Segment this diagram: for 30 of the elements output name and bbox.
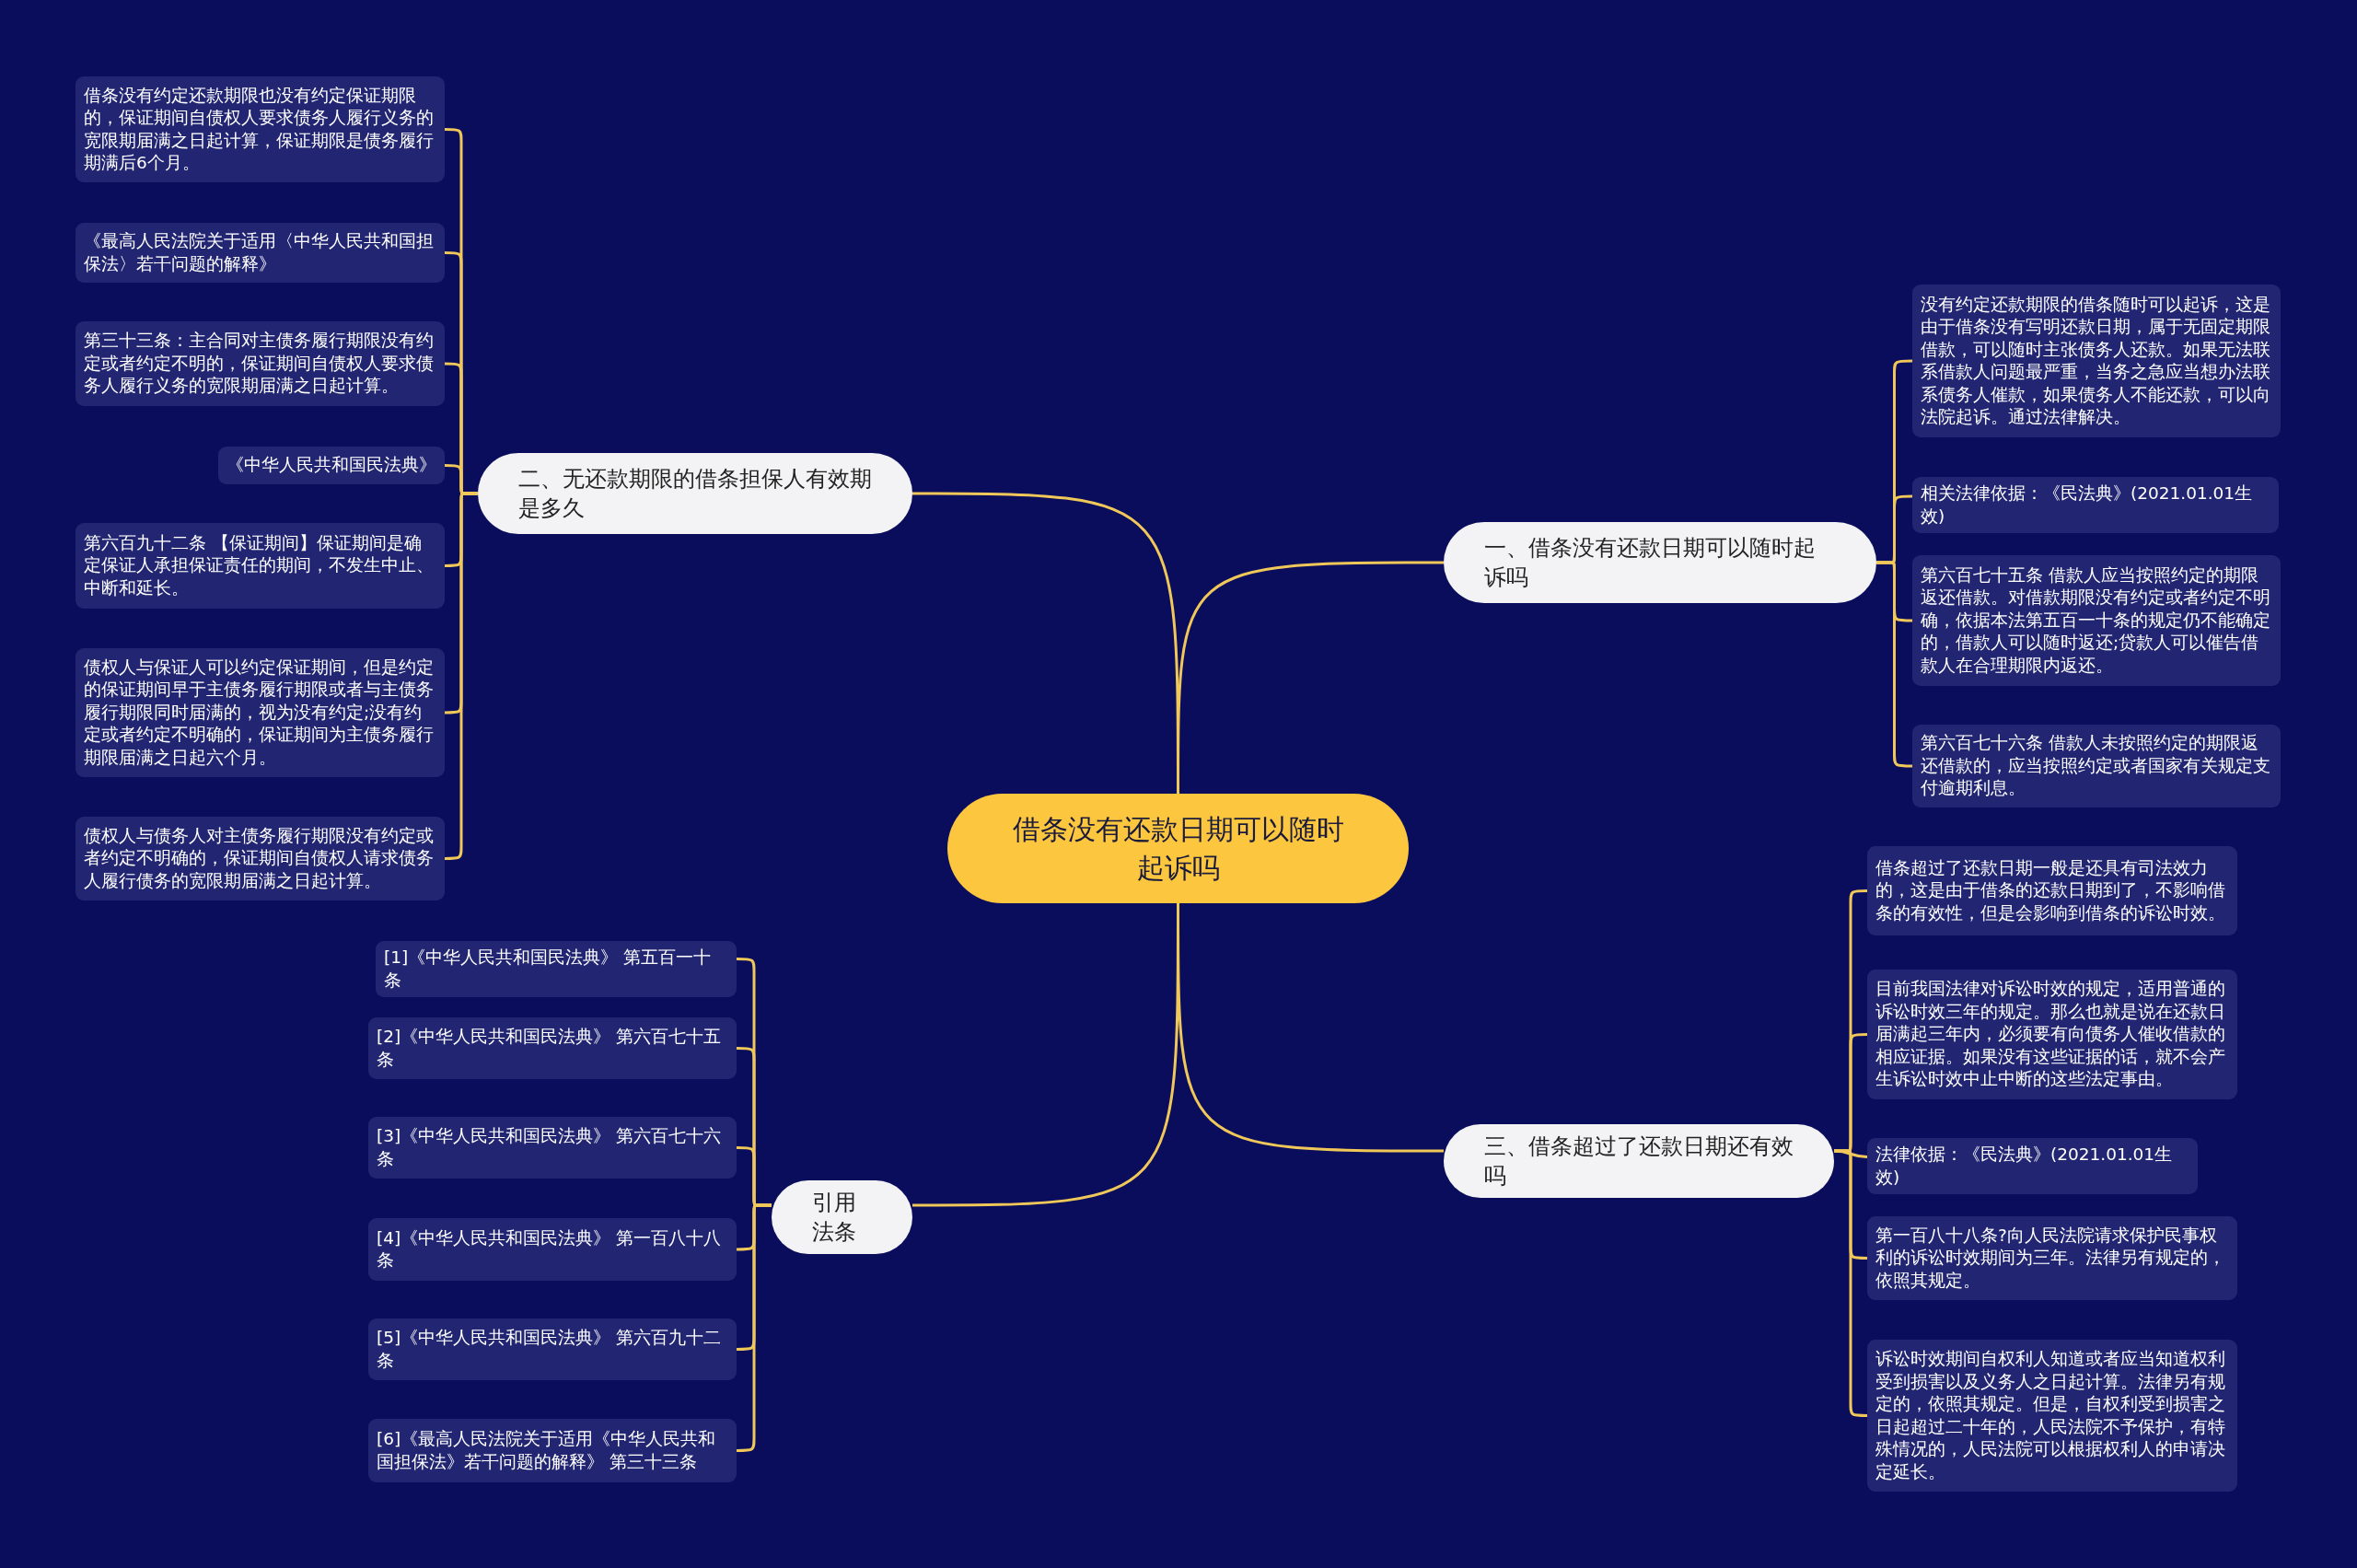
note-box: 第三十三条：主合同对主债务履行期限没有约定或者约定不明的，保证期间自债权人要求债务人履行义务的宽限期届满之日起计算。: [75, 321, 445, 406]
note-box: 目前我国法律对诉讼时效的规定，适用普通的诉讼时效三年的规定。那么也就是说在还款日届满起三年内，必须要有向债务人催收借款的相应证据。如果没有这些证据的话，就不会产生诉讼时效中止中断的这些法定事由。: [1867, 970, 2237, 1099]
note-box: 相关法律依据：《民法典》(2021.01.01生效): [1912, 477, 2279, 533]
topic-pill: 二、无还款期限的借条担保人有效期是多久: [478, 453, 912, 534]
note-box: 第一百八十八条?向人民法院请求保护民事权利的诉讼时效期间为三年。法律另有规定的，依照其规定。: [1867, 1216, 2237, 1300]
note-box: 没有约定还款期限的借条随时可以起诉，这是由于借条没有写明还款日期，属于无固定期限借款，可以随时主张债务人还款。如果无法联系借款人问题最严重，当务之急应当想办法联系债务人催款，如果债务人不能还款，可以向法院起诉。通过法律解决。: [1912, 285, 2281, 437]
note-box: [1]《中华人民共和国民法典》 第五百一十条: [376, 941, 737, 997]
note-box: 诉讼时效期间自权利人知道或者应当知道权利受到损害以及义务人之日起计算。法律另有规定的，依照其规定。但是，自权利受到损害之日起超过二十年的，人民法院不予保护，有特殊情况的，人民法院可以根据权利人的申请决定延长。: [1867, 1340, 2237, 1492]
note-box: [4]《中华人民共和国民法典》 第一百八十八条: [368, 1218, 737, 1281]
topic-pill: 引用法条: [772, 1180, 912, 1254]
note-box: [3]《中华人民共和国民法典》 第六百七十六条: [368, 1117, 737, 1179]
note-box: 《最高人民法院关于适用〈中华人民共和国担保法〉若干问题的解释》: [75, 223, 445, 283]
note-box: 第六百七十五条 借款人应当按照约定的期限返还借款。对借款期限没有约定或者约定不明确，依据本法第五百一十条的规定仍不能确定的，借款人可以随时返还;贷款人可以催告借款人在合理期限内返还。: [1912, 555, 2281, 686]
note-box: 《中华人民共和国民法典》: [218, 447, 445, 484]
note-box: 第六百七十六条 借款人未按照约定的期限返还借款的，应当按照约定或者国家有关规定支付逾期利息。: [1912, 725, 2281, 807]
topic-pill: 三、借条超过了还款日期还有效吗: [1444, 1124, 1834, 1198]
note-box: 借条超过了还款日期一般是还具有司法效力的，这是由于借条的还款日期到了，不影响借条的有效性，但是会影响到借条的诉讼时效。: [1867, 846, 2237, 935]
note-box: [6]《最高人民法院关于适用《中华人民共和国担保法》若干问题的解释》 第三十三条: [368, 1419, 737, 1482]
note-box: 第六百九十二条 【保证期间】保证期间是确定保证人承担保证责任的期间，不发生中止、中断和延长。: [75, 523, 445, 609]
topic-pill: 一、借条没有还款日期可以随时起诉吗: [1444, 522, 1876, 603]
central-topic-box: 借条没有还款日期可以随时起诉吗: [947, 794, 1409, 903]
note-box: 债权人与保证人可以约定保证期间，但是约定的保证期间早于主债务履行期限或者与主债务履行期限同时届满的，视为没有约定;没有约定或者约定不明确的，保证期间为主债务履行期限届满之日起六个月。: [75, 648, 445, 777]
connector-line: [1876, 561, 1912, 768]
note-box: [5]《中华人民共和国民法典》 第六百九十二条: [368, 1318, 737, 1380]
connector-line: [445, 492, 478, 860]
connector-line: [1834, 1149, 1867, 1417]
note-box: 债权人与债务人对主债务履行期限没有约定或者约定不明确的，保证期间自债权人请求债务人履行债务的宽限期届满之日起计算。: [75, 817, 445, 900]
note-box: 借条没有约定还款期限也没有约定保证期限的，保证期间自债权人要求债务人履行义务的宽限期届满之日起计算，保证期限是债务履行期满后6个月。: [75, 76, 445, 182]
note-box: 法律依据：《民法典》(2021.01.01生效): [1867, 1138, 2198, 1194]
note-box: [2]《中华人民共和国民法典》 第六百七十五条: [368, 1017, 737, 1079]
